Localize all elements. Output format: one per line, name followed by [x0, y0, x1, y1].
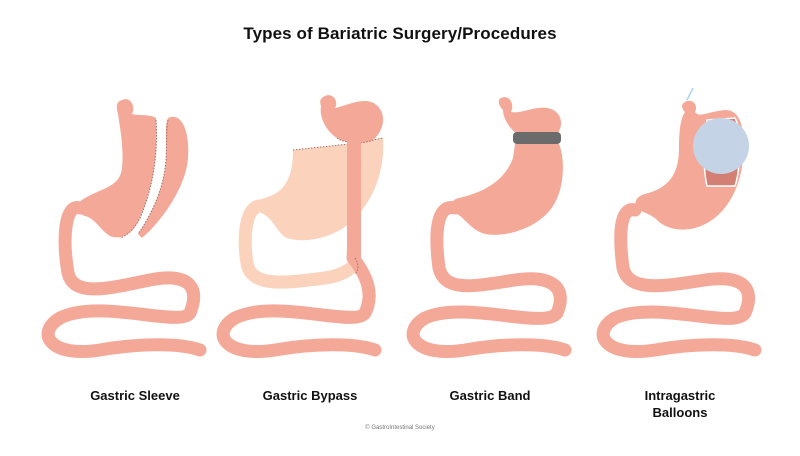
gastric-sleeve-illustration [40, 88, 230, 358]
balloon [693, 118, 749, 174]
label-intragastric-balloons: Intragastric Balloons [585, 387, 775, 421]
label-gastric-band: Gastric Band [449, 388, 531, 403]
label-line-2: Balloons [652, 405, 708, 420]
label-gastric-bypass: Gastric Bypass [262, 388, 358, 403]
gastric-bypass-illustration [215, 88, 405, 358]
intragastric-balloon-illustration [595, 87, 785, 358]
label-gastric-sleeve: Gastric Sleeve [90, 388, 180, 403]
page-title: Types of Bariatric Surgery/Procedures [243, 24, 557, 43]
copyright-notice: © GastroIntestinal Society [365, 425, 435, 431]
gastric-band-illustration [405, 88, 595, 358]
label-line-1: Intragastric [644, 388, 716, 403]
gastric-band [513, 132, 561, 144]
